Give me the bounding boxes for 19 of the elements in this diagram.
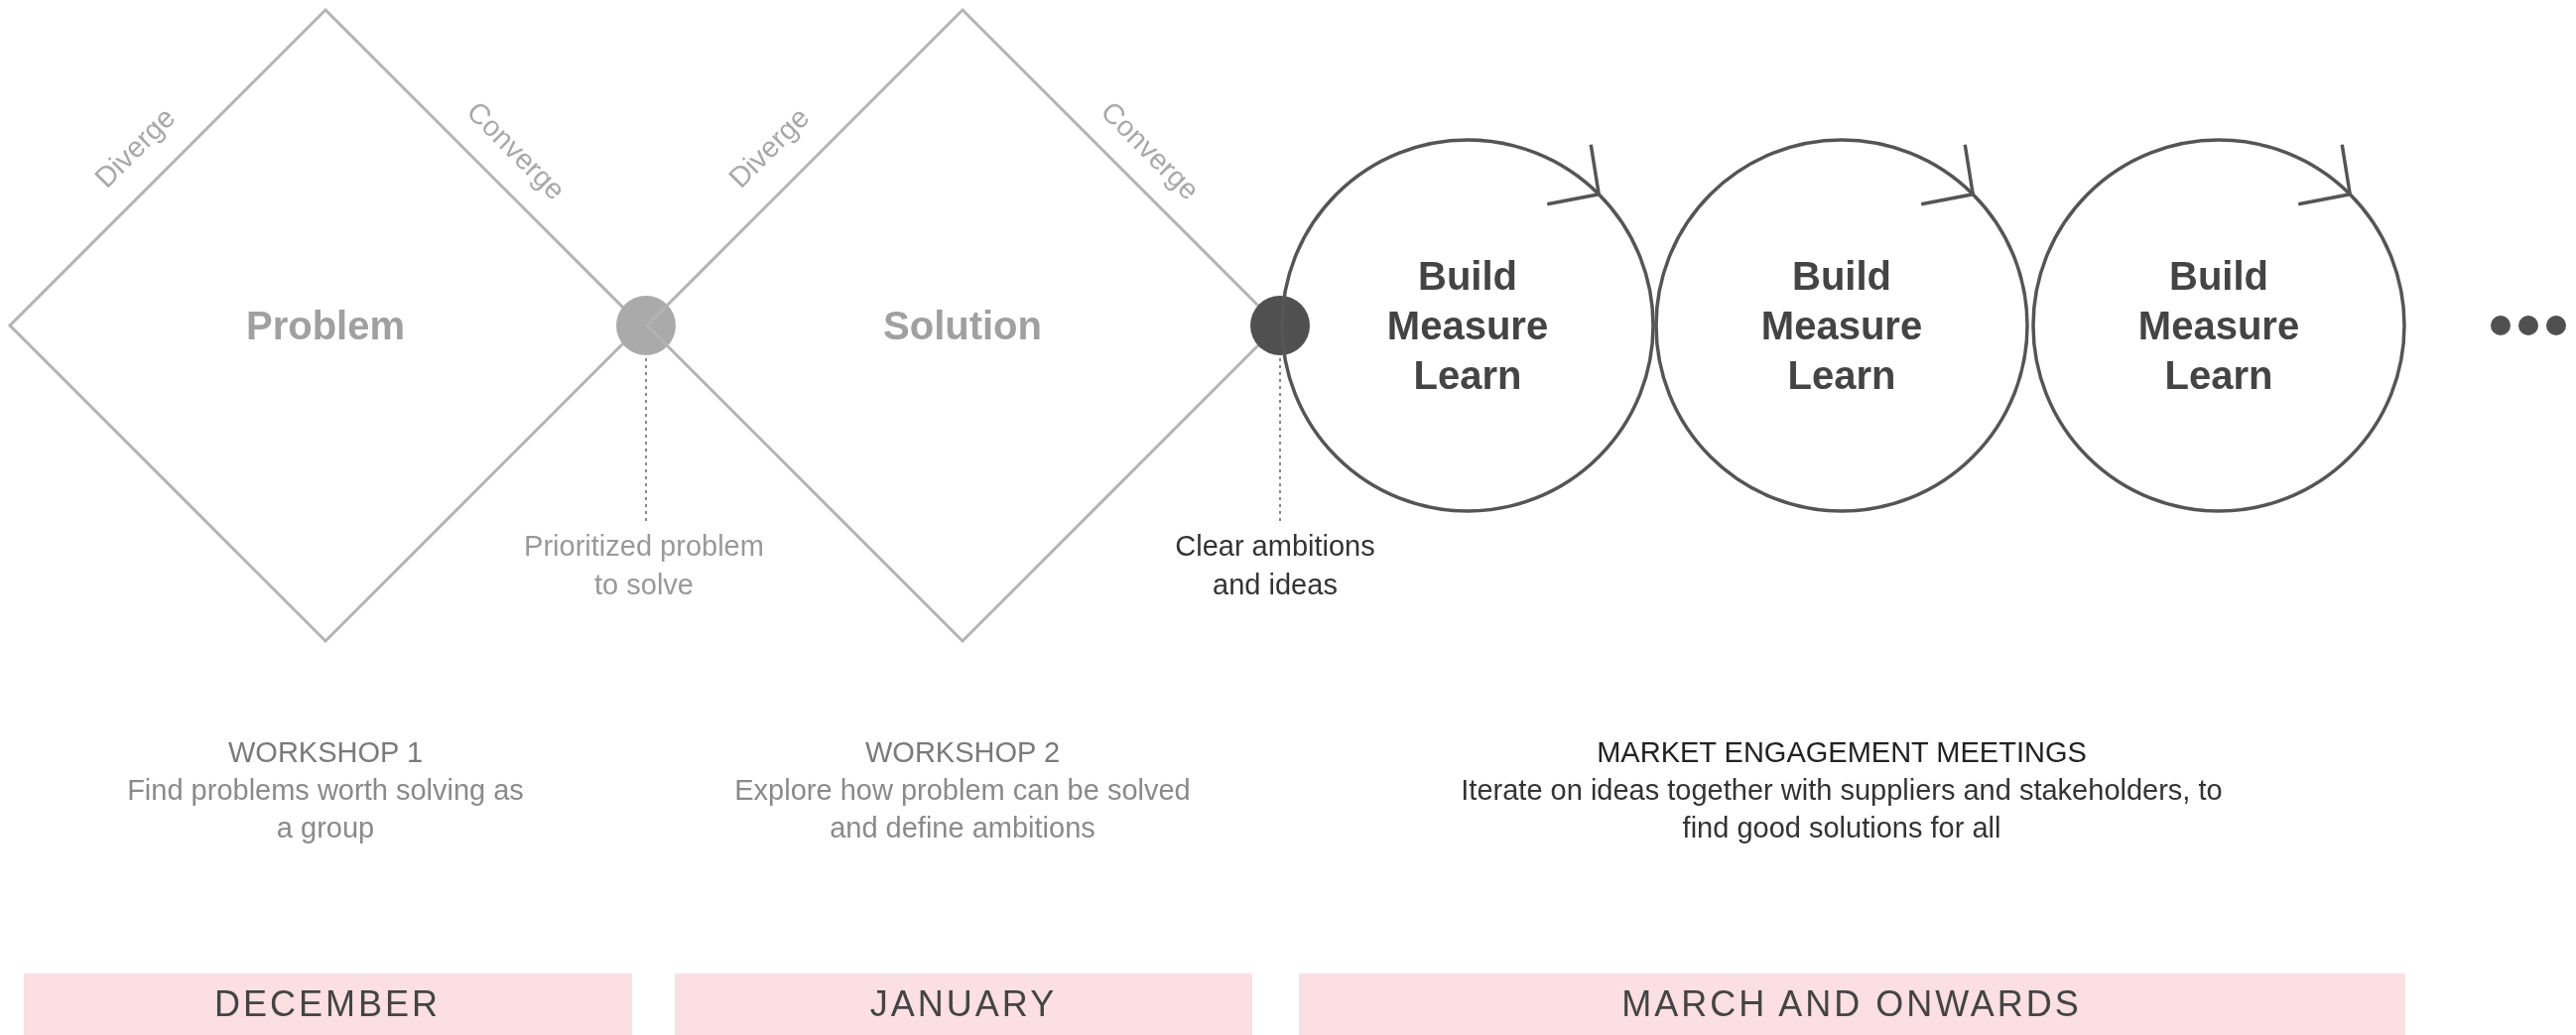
month-label: JANUARY (868, 983, 1059, 1025)
workshop-description: Find problems worth solving as a group (126, 773, 525, 845)
phase-label: Solution (883, 303, 1042, 348)
outcome-text: Prioritized problem to solve (523, 529, 765, 603)
workshop-title: WORKSHOP 2 (864, 735, 1061, 770)
month-label: DECEMBER (213, 983, 442, 1025)
workshop-title: WORKSHOP 1 (227, 735, 424, 770)
cycle-label: Build Measure Learn (1385, 253, 1550, 399)
month-bar (23, 972, 632, 1035)
workshop-description: Explore how problem can be solved and define ambitions (733, 773, 1192, 845)
phase-label: Problem (246, 303, 405, 348)
month-label: MARCH AND ONWARDS (1620, 983, 2083, 1025)
cycle-label: Build Measure Learn (2136, 253, 2301, 399)
meetings-description: Iterate on ideas together with suppliers and stakeholders, to find good solutions for all (1460, 773, 2224, 845)
month-bar (675, 972, 1252, 1035)
meetings-title: MARKET ENGAGEMENT MEETINGS (1597, 735, 2087, 770)
month-bar (1298, 972, 2405, 1035)
outcome-text: Clear ambitions and ideas (1174, 529, 1376, 603)
cycle-label: Build Measure Learn (1759, 253, 1924, 399)
